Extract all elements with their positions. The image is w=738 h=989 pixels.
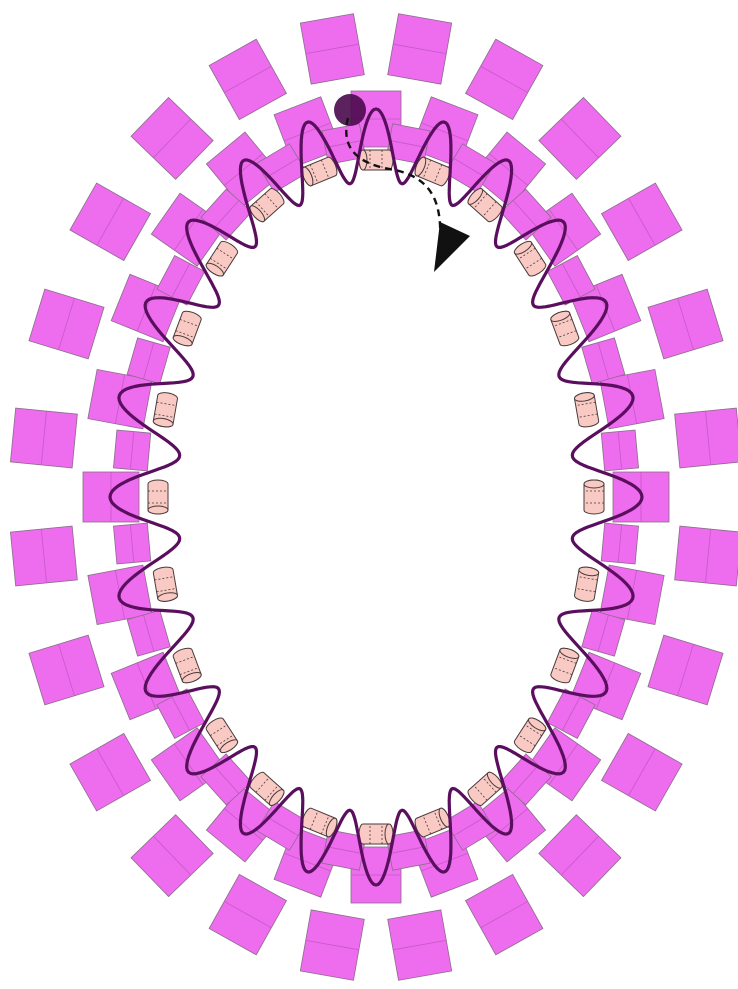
inner-bead-ring [83, 91, 669, 903]
spool [574, 391, 600, 428]
outer-bead [539, 815, 621, 897]
spool [148, 480, 168, 514]
outer-bead [209, 874, 286, 954]
outer-bead [675, 526, 738, 586]
outer-bead [131, 97, 213, 179]
outer-bead [675, 408, 738, 468]
outer-bead [539, 97, 621, 179]
outer-bead [70, 183, 151, 261]
spool [172, 309, 203, 348]
outer-bead [209, 39, 286, 119]
outer-bead [300, 14, 364, 84]
outer-bead [29, 289, 104, 359]
outer-bead [131, 815, 213, 897]
spool [172, 646, 203, 685]
spool [584, 480, 604, 514]
spool [153, 566, 179, 603]
outer-bead [10, 408, 77, 468]
outer-bead [388, 14, 452, 84]
spool [549, 309, 580, 348]
spool-ring [148, 150, 604, 844]
start-knot-icon [334, 94, 366, 126]
outer-bead [300, 910, 364, 980]
outer-bead [466, 39, 543, 119]
outer-bead [648, 635, 723, 705]
connector-bead [113, 523, 150, 564]
connector-bead [113, 430, 150, 471]
spool [549, 646, 580, 685]
outer-bead [602, 183, 683, 261]
connector-bead [601, 523, 638, 564]
outer-bead [602, 733, 683, 811]
outer-bead [388, 910, 452, 980]
outer-bead [10, 526, 77, 586]
outer-bead [29, 635, 104, 705]
connector-bead [601, 430, 638, 471]
outer-bead [466, 874, 543, 954]
outer-bead [648, 289, 723, 359]
spool [153, 391, 179, 428]
spool [574, 566, 600, 603]
outer-bead [70, 733, 151, 811]
spool [359, 824, 393, 844]
